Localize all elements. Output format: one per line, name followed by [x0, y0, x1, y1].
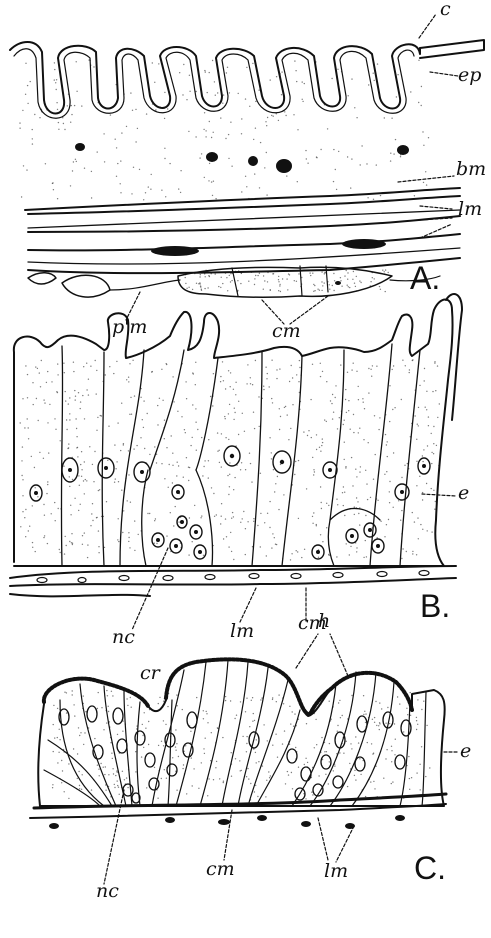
label-a-peritoneal-membrane: p'm — [112, 318, 147, 337]
label-c-circular-muscle: cm — [206, 860, 235, 879]
cuticle-inner — [14, 49, 414, 119]
label-c-epithelium: e — [460, 742, 471, 761]
cuticle-tail — [420, 40, 484, 58]
label-b-longitudinal-muscle: lm — [230, 622, 254, 641]
label-c-nucleus-cells: nc — [96, 882, 119, 901]
label-a-circular-muscle: cm — [272, 322, 301, 341]
panel-c-letter: C. — [414, 852, 446, 884]
label-c-crypt: cr — [140, 664, 160, 683]
label-b-nucleus-cells: nc — [112, 628, 135, 647]
label-a-longitudinal-muscle: lm — [458, 200, 482, 219]
stipple-texture — [19, 59, 440, 800]
label-b-epithelium: e — [458, 484, 469, 503]
label-c-longitudinal-muscle: lm — [324, 862, 348, 881]
label-c-hyaline: h — [318, 612, 330, 631]
panel-a-letter: A. — [410, 262, 440, 294]
label-a-basement-membrane: bm — [456, 160, 486, 179]
epithelium-outline — [14, 300, 453, 567]
label-a-cuticle: c — [440, 0, 451, 19]
label-a-epithelium: ep — [458, 66, 481, 85]
panel-b-drawing — [10, 294, 462, 630]
panel-c-drawing — [30, 634, 458, 884]
panel-b-letter: B. — [420, 590, 450, 622]
